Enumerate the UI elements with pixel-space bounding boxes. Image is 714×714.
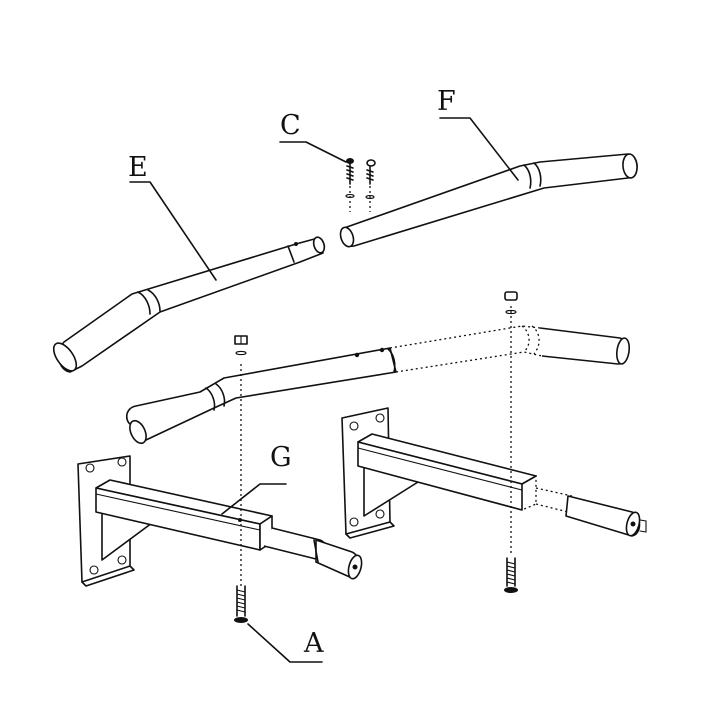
leader-g	[221, 483, 287, 515]
leader-e	[129, 181, 217, 281]
label-c: C	[280, 110, 301, 141]
label-f: F	[437, 86, 456, 117]
right-nut	[504, 291, 518, 315]
leader-a	[247, 623, 323, 663]
right-wall-bracket	[341, 407, 647, 539]
left-wall-bracket	[77, 455, 363, 587]
label-e: E	[128, 152, 148, 183]
label-g: G	[270, 442, 292, 473]
part-f-right-handle	[339, 153, 638, 248]
leader-c	[279, 141, 347, 163]
label-a: A	[303, 628, 324, 659]
leader-f	[439, 117, 519, 181]
part-e-left-handle	[52, 236, 326, 373]
part-c-screws	[345, 158, 376, 212]
left-bolt	[234, 585, 248, 623]
right-bolt	[504, 557, 518, 593]
assembled-bar	[125, 325, 631, 445]
left-nut	[234, 335, 248, 356]
